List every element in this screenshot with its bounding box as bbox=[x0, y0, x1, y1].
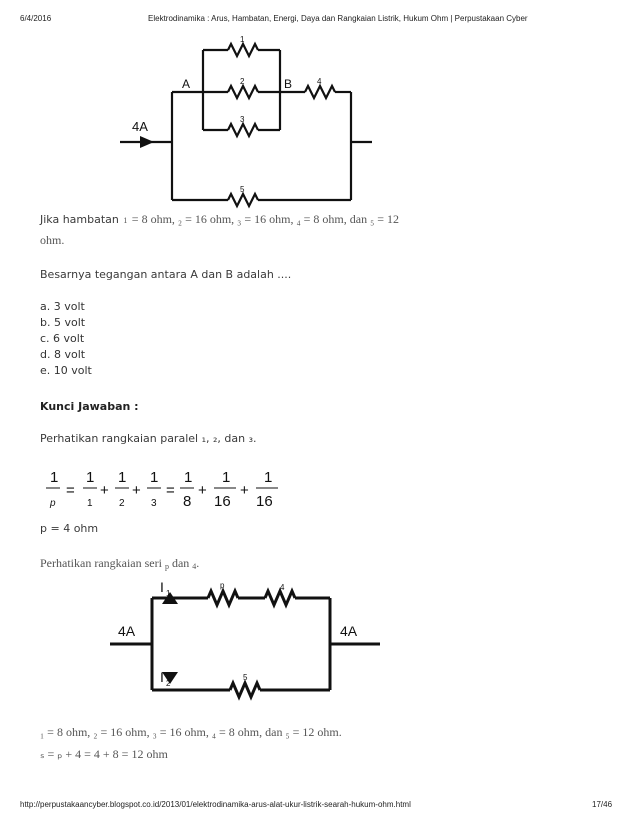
arrow-down-icon bbox=[162, 672, 178, 684]
values-line: ₁ = 8 ohm, ₂ = 16 ohm, ₃ = 16 ohm, ₄ = 8… bbox=[40, 725, 342, 739]
svg-text:2: 2 bbox=[119, 498, 125, 509]
resistor-2-label: 2 bbox=[240, 77, 245, 86]
svg-text:1: 1 bbox=[118, 469, 126, 486]
svg-text:1: 1 bbox=[86, 469, 94, 486]
svg-text:1: 1 bbox=[184, 469, 192, 486]
source-url: http://perpustakaancyber.blogspot.co.id/… bbox=[20, 800, 411, 809]
svg-text:1: 1 bbox=[166, 589, 171, 598]
arrow-up-icon bbox=[162, 592, 178, 604]
series-note: Perhatikan rangkaian seri p dan 4. bbox=[40, 556, 200, 571]
given-prefix: Jika hambatan bbox=[40, 213, 119, 226]
svg-text:8: 8 bbox=[183, 493, 191, 510]
svg-text:1: 1 bbox=[264, 469, 272, 486]
svg-text:1: 1 bbox=[87, 498, 93, 509]
r4-label: 4 bbox=[280, 583, 285, 592]
i1-label: I bbox=[160, 579, 164, 595]
result-p: p = 4 ohm bbox=[40, 522, 99, 535]
left-current-label: 4A bbox=[118, 623, 136, 639]
option-a: a. 3 volt bbox=[40, 300, 85, 313]
print-date: 6/4/2016 bbox=[20, 14, 52, 23]
circuit-diagram-parallel: 4A A B 1 2 3 4 5 bbox=[120, 35, 372, 209]
svg-text:+: + bbox=[132, 482, 141, 499]
option-e: e. 10 volt bbox=[40, 364, 92, 377]
right-current-label: 4A bbox=[340, 623, 358, 639]
svg-text:=: = bbox=[66, 482, 75, 499]
given-values: Jika hambatan 1 = 8 ohm, ₂ = 16 ohm, ₃ =… bbox=[40, 212, 400, 226]
svg-text:1: 1 bbox=[222, 469, 230, 486]
node-a-label: A bbox=[182, 77, 190, 91]
page-number: 17/46 bbox=[592, 800, 613, 809]
resistor-5-label: 5 bbox=[240, 185, 245, 194]
svg-text:2: 2 bbox=[166, 679, 171, 688]
arrow-icon bbox=[140, 136, 154, 148]
answer-heading: Kunci Jawaban : bbox=[40, 400, 139, 413]
svg-text:1: 1 bbox=[150, 469, 158, 486]
svg-text:1: 1 bbox=[50, 469, 58, 486]
svg-text:=: = bbox=[166, 482, 175, 499]
r5-label: 5 bbox=[243, 673, 248, 682]
svg-text:+: + bbox=[240, 482, 249, 499]
svg-text:16: 16 bbox=[256, 493, 273, 510]
circuit-diagram-series: 4A 4A I 1 I 2 p 4 5 bbox=[110, 579, 380, 701]
node-b-label: B bbox=[284, 77, 292, 91]
svg-text:16: 16 bbox=[214, 493, 231, 510]
series-calc: ₛ = ₚ + 4 = 4 + 8 = 12 ohm bbox=[40, 747, 168, 761]
parallel-equation: 1 p = 1 1 + 1 2 + 1 3 = 1 8 + 1 16 + 1 1… bbox=[46, 469, 278, 510]
option-b: b. 5 volt bbox=[40, 316, 86, 329]
parallel-note: Perhatikan rangkaian paralel ₁, ₂, dan ₃… bbox=[40, 432, 257, 445]
question-prompt: Besarnya tegangan antara A dan B adalah … bbox=[40, 268, 292, 281]
resistor-3-label: 3 bbox=[240, 115, 245, 124]
page-title: Elektrodinamika : Arus, Hambatan, Energi… bbox=[148, 14, 528, 23]
svg-text:+: + bbox=[100, 482, 109, 499]
current-label: 4A bbox=[132, 119, 148, 134]
option-c: c. 6 volt bbox=[40, 332, 85, 345]
i2-label: I bbox=[160, 669, 164, 685]
option-d: d. 8 volt bbox=[40, 348, 86, 361]
resistor-1-label: 1 bbox=[240, 35, 245, 44]
given-rest: = 8 ohm, ₂ = 16 ohm, ₃ = 16 ohm, ₄ = 8 o… bbox=[131, 212, 400, 226]
svg-text:3: 3 bbox=[151, 498, 157, 509]
given-cont: ohm. bbox=[40, 233, 65, 247]
rp-label: p bbox=[220, 581, 225, 590]
svg-text:+: + bbox=[198, 482, 207, 499]
svg-text:p: p bbox=[49, 498, 56, 509]
resistor-4-label: 4 bbox=[317, 77, 322, 86]
